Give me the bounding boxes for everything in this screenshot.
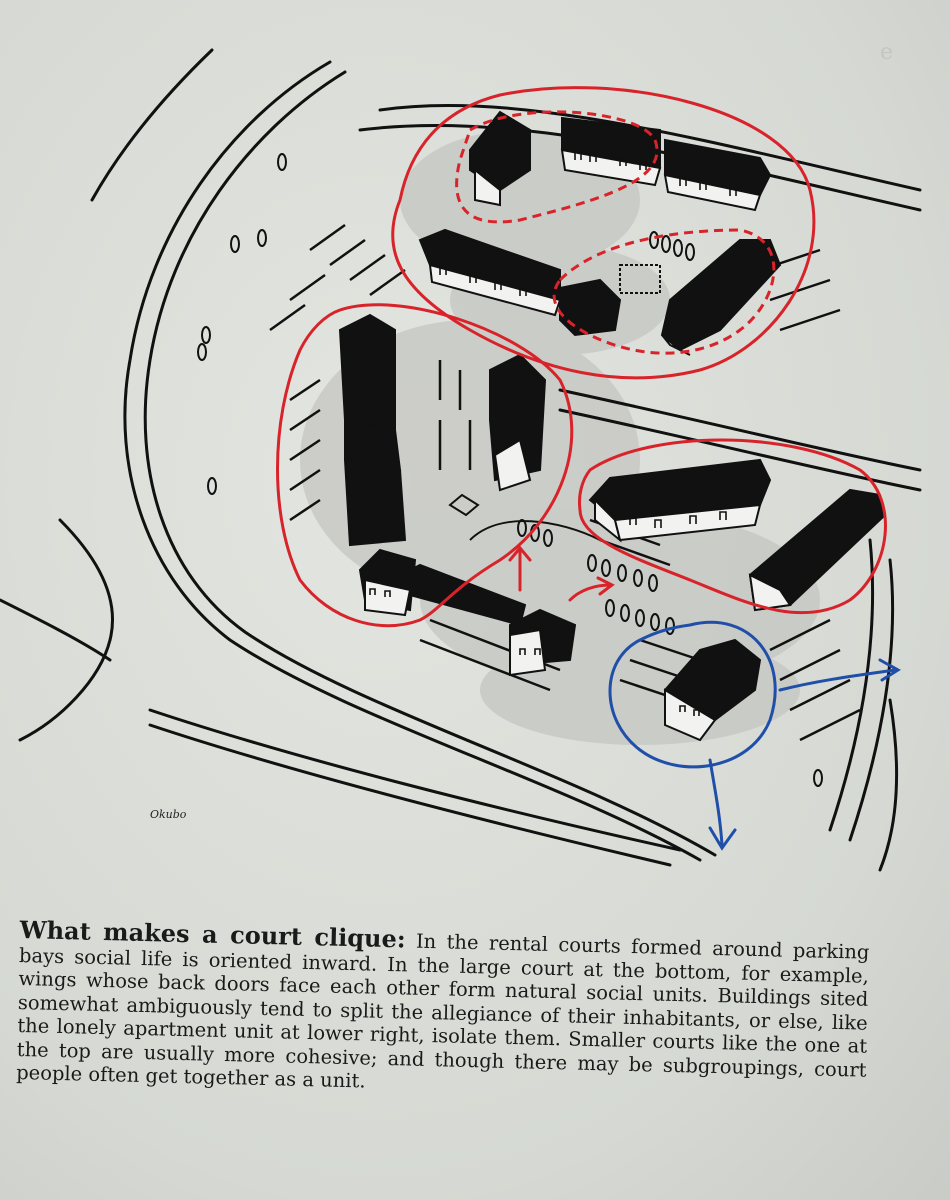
top-court-subgroup-outline-2 xyxy=(552,228,776,355)
top-court-subgroup-outline xyxy=(455,110,659,224)
red-arrows xyxy=(508,545,615,602)
artist-signature: Okubo xyxy=(150,808,187,821)
parked-cars xyxy=(197,153,823,787)
bleed-through-text: e xyxy=(880,40,894,65)
middle-right-court-outline xyxy=(578,438,887,615)
parking-stripes xyxy=(269,223,861,742)
isolated-unit-annotation xyxy=(608,620,901,851)
arrow-right xyxy=(568,576,615,602)
housing-court-illustration xyxy=(0,48,922,872)
isolated-unit-circle xyxy=(608,620,777,769)
arrow-down xyxy=(708,758,737,851)
arrow-up xyxy=(508,545,532,592)
left-court-outline xyxy=(276,303,574,628)
top-court-outline xyxy=(391,86,816,380)
clique-outlines xyxy=(276,86,887,628)
figure-caption: What makes a court clique: In the rental… xyxy=(15,915,870,1105)
facade-details xyxy=(369,151,737,716)
caption-body: In the rental courts formed around parki… xyxy=(15,928,870,1092)
streets xyxy=(0,48,922,872)
arrow-outward xyxy=(778,658,901,692)
